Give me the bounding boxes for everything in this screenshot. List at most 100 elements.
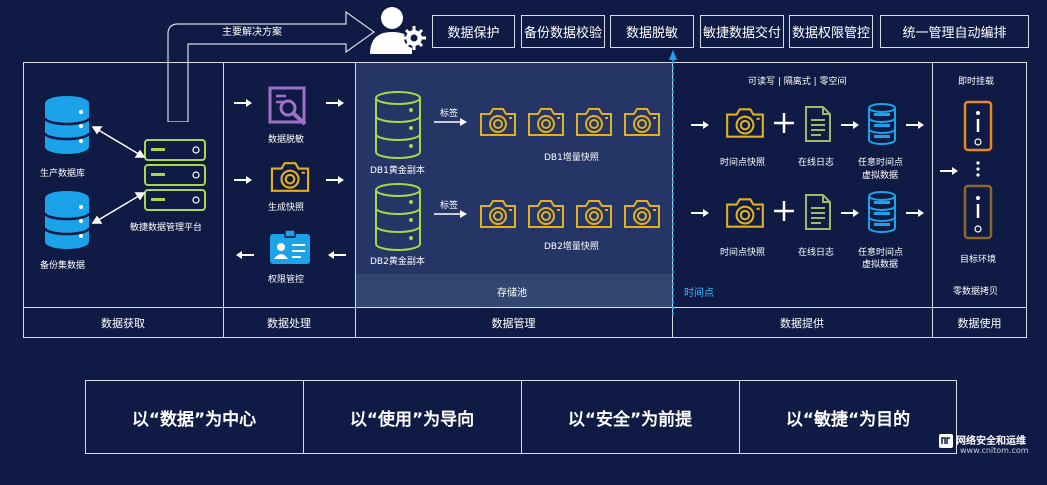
- camera-icon: [478, 198, 518, 230]
- timeline-label: 时间点: [684, 288, 714, 299]
- row1-virtual-line2: 虚拟数据: [862, 171, 899, 181]
- camera-icon: [526, 106, 566, 138]
- footer-divider: [23, 307, 1027, 308]
- camera-icon: [574, 198, 614, 230]
- row2-snapshot-label: 时间点快照: [720, 248, 766, 258]
- principle-security-first: 以“安全”为前提: [567, 409, 693, 430]
- db1-golden-copy-icon: [373, 90, 423, 160]
- db2-copy-label: DB2黄金副本: [370, 257, 425, 267]
- camera-icon: [574, 106, 614, 138]
- snapshot-label: 生成快照: [268, 203, 305, 213]
- camera-icon: [268, 160, 312, 194]
- camera-icon: [724, 106, 766, 140]
- camera-icon: [478, 106, 518, 138]
- watermark-url: www.cnitom.com: [960, 446, 1029, 455]
- db1-copy-label: DB1黄金副本: [370, 166, 425, 176]
- arrow-right-icon: [905, 120, 927, 130]
- watermark-name: 网络安全和运维: [956, 436, 1026, 447]
- arrow-right-icon: [688, 208, 714, 218]
- target-env-label: 目标环境: [960, 255, 997, 265]
- db2-snapshots-label: DB2增量快照: [544, 242, 599, 252]
- arrow-right-icon: [233, 98, 255, 108]
- arrow-right-icon: [688, 120, 714, 130]
- double-arrow-connector: [91, 126, 146, 224]
- camera-icon: [724, 196, 766, 230]
- camera-icon: [526, 198, 566, 230]
- column-divider: [932, 62, 933, 338]
- platform-server-icon: [144, 139, 206, 211]
- tab-backup-verification[interactable]: 备份数据校验: [521, 15, 605, 48]
- arrow-right-icon: [325, 175, 347, 185]
- arrow-right-icon: [233, 175, 255, 185]
- provision-features: 可读写 | 隔离式 | 零空间: [748, 77, 847, 87]
- principle-data-centric: 以“数据”为中心: [131, 409, 257, 430]
- main-solution-arrow-shape: [167, 10, 376, 122]
- plus-icon: [774, 201, 794, 221]
- masking-label: 数据脱敏: [268, 135, 305, 145]
- production-db-label: 生产数据库: [40, 169, 86, 179]
- user-gear-icon: [370, 7, 426, 54]
- virtual-db-icon: [866, 102, 898, 146]
- principle-divider: [303, 380, 304, 454]
- row2-virtual-line2: 虚拟数据: [862, 260, 899, 270]
- ellipsis-icon: [976, 161, 980, 177]
- main-solution-label: 主要解决方案: [222, 27, 282, 38]
- column-divider: [355, 62, 356, 338]
- camera-icon: [622, 106, 662, 138]
- principle-divider: [521, 380, 522, 454]
- arrow-right-icon: [840, 120, 862, 130]
- arrow-right-icon: [434, 118, 467, 126]
- data-masking-icon: [268, 86, 307, 126]
- arrow-right-icon: [325, 98, 347, 108]
- footer-acquisition: 数据获取: [101, 316, 145, 330]
- document-icon: [803, 104, 833, 144]
- arrow-right-icon: [905, 208, 927, 218]
- storage-pool-label: 存储池: [497, 288, 527, 299]
- platform-label: 敏捷数据管理平台: [130, 223, 203, 233]
- tag2-label: 标签: [440, 201, 459, 211]
- timeline-axis: [669, 50, 677, 315]
- row2-log-label: 在线日志: [798, 248, 835, 258]
- backup-db-label: 备份集数据: [40, 261, 86, 271]
- id-badge-icon: [270, 229, 310, 264]
- row1-snapshot-label: 时间点快照: [720, 158, 766, 168]
- storage-pool-bar: [356, 274, 672, 307]
- row1-virtual-line1: 任意时间点: [858, 158, 904, 168]
- instant-mount-label: 即时挂载: [958, 77, 995, 87]
- footer-management: 数据管理: [491, 316, 536, 330]
- row1-log-label: 在线日志: [798, 158, 835, 168]
- watermark-logo-icon: [939, 434, 953, 448]
- tab-data-masking[interactable]: 数据脱敏: [610, 15, 694, 48]
- backup-db-icon: [42, 190, 92, 250]
- zero-copy-label: 零数据拷贝: [953, 287, 999, 297]
- plus-icon: [774, 113, 794, 133]
- arrow-left-icon: [325, 250, 347, 260]
- tag1-label: 标签: [440, 109, 459, 119]
- tab-data-protection[interactable]: 数据保护: [432, 15, 515, 48]
- target-device-icon: [963, 184, 993, 240]
- document-icon: [803, 192, 833, 232]
- db1-snapshots-label: DB1增量快照: [544, 153, 599, 163]
- arrow-right-icon: [940, 166, 960, 176]
- production-db-icon: [42, 95, 92, 155]
- footer-provision: 数据提供: [780, 316, 824, 330]
- tab-unified-orchestration[interactable]: 统一管理自动编排: [880, 15, 1029, 48]
- principle-usage-oriented: 以“使用”为导向: [349, 409, 475, 430]
- permission-label: 权限管控: [268, 275, 305, 285]
- arrow-right-icon: [840, 208, 862, 218]
- target-device-icon: [963, 100, 993, 152]
- arrow-left-icon: [233, 250, 255, 260]
- principle-divider: [739, 380, 740, 454]
- footer-processing: 数据处理: [267, 316, 311, 330]
- column-divider: [223, 62, 224, 338]
- virtual-db-icon: [866, 190, 898, 234]
- arrow-right-icon: [434, 210, 467, 218]
- principle-agility-goal: 以“敏捷“为目的: [785, 409, 911, 430]
- tab-agile-delivery[interactable]: 敏捷数据交付: [700, 15, 784, 48]
- tab-permission-control[interactable]: 数据权限管控: [789, 15, 873, 48]
- main-frame: [23, 62, 1027, 338]
- row2-virtual-line1: 任意时间点: [858, 248, 904, 258]
- camera-icon: [622, 198, 662, 230]
- footer-usage: 数据使用: [957, 316, 1002, 330]
- db2-golden-copy-icon: [373, 182, 423, 252]
